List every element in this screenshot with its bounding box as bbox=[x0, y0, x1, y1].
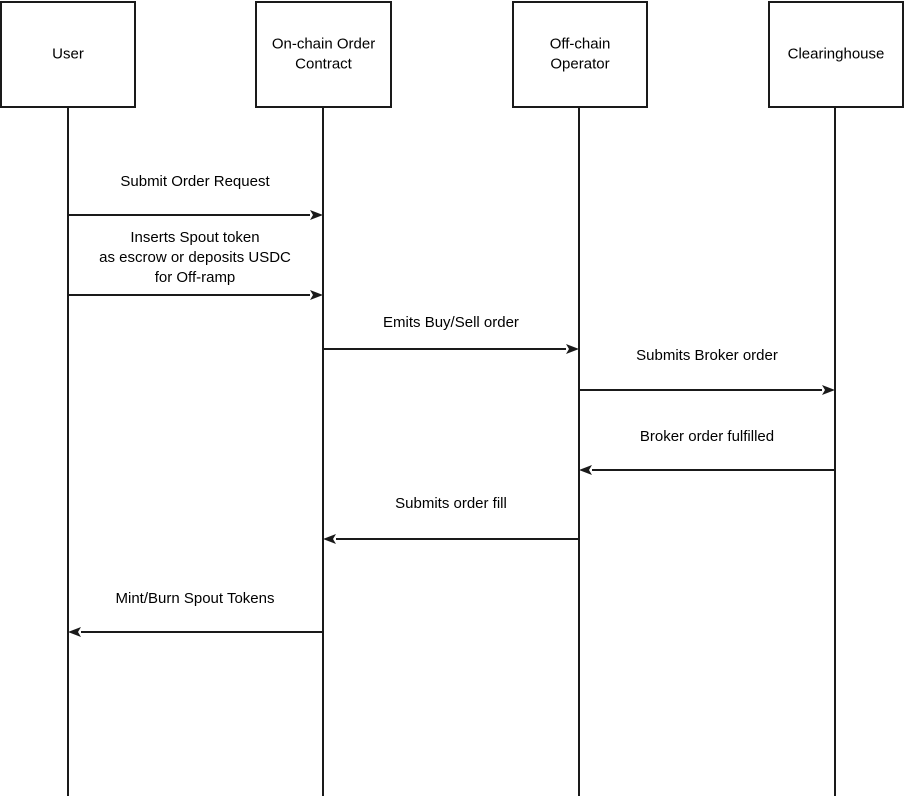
message-submits-broker-order[interactable]: Submits Broker order bbox=[579, 347, 835, 395]
actor-label-clearinghouse: Clearinghouse bbox=[788, 45, 885, 62]
message-submit-order-request[interactable]: Submit Order Request bbox=[68, 173, 323, 220]
actor-box-on-chain-order-contract bbox=[255, 1, 392, 108]
message-arrowhead-inserts-spout-token bbox=[310, 290, 323, 300]
actor-box-user bbox=[0, 1, 136, 108]
message-label-inserts-spout-token: as escrow or deposits USDC bbox=[99, 249, 291, 266]
message-arrowhead-submit-order-request bbox=[310, 210, 323, 220]
message-inserts-spout-token[interactable]: Inserts Spout token as escrow or deposits… bbox=[68, 229, 323, 300]
actor-label-on-chain-order-contract: On-chain Order bbox=[272, 35, 375, 52]
message-mint-burn-spout-tokens[interactable]: Mint/Burn Spout Tokens bbox=[68, 590, 323, 637]
actor-label-off-chain-operator: Off-chain bbox=[550, 35, 611, 52]
actor-box-clearinghouse bbox=[768, 1, 904, 108]
lifelines-layer bbox=[67, 107, 836, 796]
actor-clearinghouse[interactable]: Clearinghouse bbox=[768, 1, 904, 108]
message-broker-order-fulfilled[interactable]: Broker order fulfilled bbox=[579, 428, 835, 475]
message-label-emits-buy-sell-order: Emits Buy/Sell order bbox=[383, 314, 519, 331]
message-label-inserts-spout-token: Inserts Spout token bbox=[130, 229, 259, 246]
actor-user[interactable]: User bbox=[0, 1, 136, 108]
message-submits-order-fill[interactable]: Submits order fill bbox=[323, 495, 579, 544]
actor-label-on-chain-order-contract: Contract bbox=[295, 55, 353, 72]
message-label-submit-order-request: Submit Order Request bbox=[120, 173, 270, 190]
message-arrowhead-mint-burn-spout-tokens bbox=[68, 627, 81, 637]
message-arrowhead-submits-broker-order bbox=[822, 385, 835, 395]
message-label-broker-order-fulfilled: Broker order fulfilled bbox=[640, 428, 774, 445]
message-arrowhead-submits-order-fill bbox=[323, 534, 336, 544]
message-arrowhead-broker-order-fulfilled bbox=[579, 465, 592, 475]
message-arrowhead-emits-buy-sell-order bbox=[566, 344, 579, 354]
message-label-submits-broker-order: Submits Broker order bbox=[636, 347, 778, 364]
message-emits-buy-sell-order[interactable]: Emits Buy/Sell order bbox=[323, 314, 579, 354]
message-label-submits-order-fill: Submits order fill bbox=[395, 495, 507, 512]
message-label-mint-burn-spout-tokens: Mint/Burn Spout Tokens bbox=[116, 590, 275, 607]
actor-label-off-chain-operator: Operator bbox=[550, 55, 609, 72]
message-label-inserts-spout-token: for Off-ramp bbox=[155, 269, 236, 286]
actor-box-off-chain-operator bbox=[512, 1, 648, 108]
actor-label-user: User bbox=[52, 45, 84, 62]
